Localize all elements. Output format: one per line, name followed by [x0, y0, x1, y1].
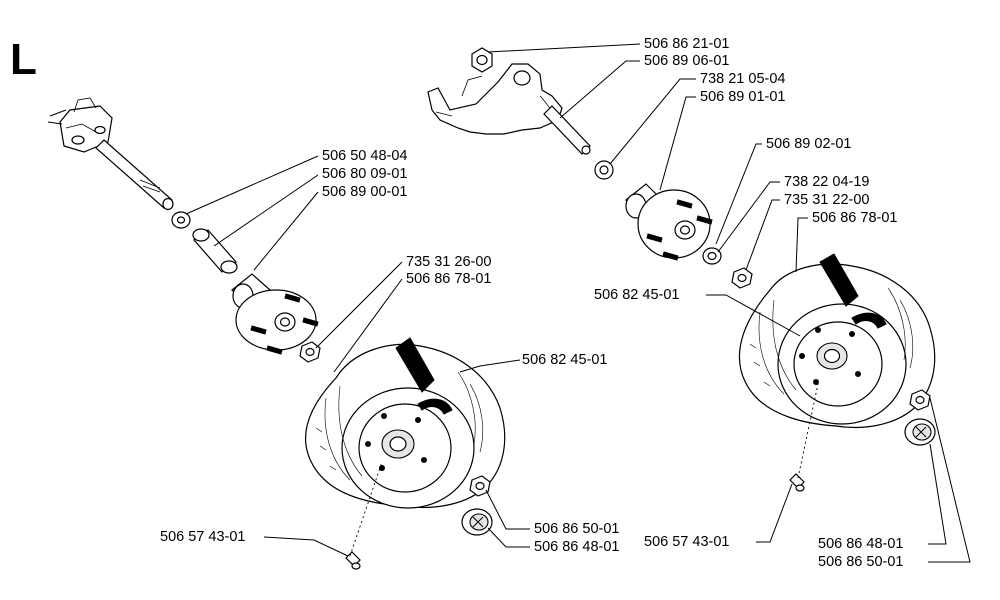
left-axle-bracket — [47, 97, 113, 153]
left-wheel-nut — [469, 475, 491, 497]
part-label-right-axle-shaft: 506 89 06-01 — [644, 53, 729, 69]
part-labels: 506 50 48-04 506 80 09-01 506 89 00-01 7… — [160, 36, 903, 570]
right-spacer — [702, 247, 722, 265]
section-letter: L — [10, 35, 37, 84]
right-wheel-nut — [909, 389, 931, 411]
part-label-right-spacer: 506 89 02-01 — [766, 136, 851, 152]
left-hub-cap — [461, 508, 493, 536]
right-washer — [594, 160, 614, 180]
right-axle-shaft — [543, 105, 591, 155]
part-label-right-wheel-rim: 506 86 78-01 — [812, 210, 897, 226]
right-wheel-assembly — [427, 47, 936, 492]
left-valve — [345, 551, 361, 570]
part-label-right-hub-nut: 735 31 22-00 — [784, 192, 869, 208]
right-hub-cap — [904, 418, 936, 446]
part-label-left-hub-cap: 506 86 48-01 — [534, 539, 619, 555]
part-label-left-wheel-rim: 506 86 78-01 — [406, 271, 491, 287]
right-wheel — [738, 253, 936, 429]
right-top-nut — [471, 47, 493, 73]
part-label-right-washer: 738 21 05-04 — [700, 71, 785, 87]
part-label-left-wheel: 506 82 45-01 — [522, 352, 607, 368]
part-label-right-hub: 506 89 01-01 — [700, 89, 785, 105]
part-label-left-hub-nut: 735 31 26-00 — [406, 254, 491, 270]
part-label-right-hub-cap: 506 86 48-01 — [818, 536, 903, 552]
part-label-left-washer: 506 50 48-04 — [322, 148, 407, 164]
part-label-right-bolt: 738 22 04-19 — [784, 174, 869, 190]
left-hub-nut — [299, 341, 321, 363]
part-label-right-wheel: 506 82 45-01 — [594, 287, 679, 303]
part-label-left-valve: 506 57 43-01 — [160, 529, 245, 545]
left-wheel-assembly — [47, 97, 506, 570]
right-hub-nut — [731, 267, 753, 289]
right-valve — [789, 473, 805, 492]
left-hub — [231, 273, 319, 355]
right-hub — [625, 183, 713, 261]
leader-lines — [185, 43, 971, 563]
part-label-left-wheel-nut: 506 86 50-01 — [534, 521, 619, 537]
left-washer — [171, 211, 191, 229]
right-frame-bracket — [427, 63, 563, 135]
left-axle-shaft — [95, 139, 174, 211]
left-wheel — [304, 337, 506, 509]
part-label-left-spacer-tube: 506 80 09-01 — [322, 166, 407, 182]
part-label-right-top-nut: 506 86 21-01 — [644, 36, 729, 52]
part-label-left-hub: 506 89 00-01 — [322, 184, 407, 200]
part-label-right-wheel-nut: 506 86 50-01 — [818, 554, 903, 570]
left-spacer-tube — [192, 228, 238, 274]
part-label-right-valve: 506 57 43-01 — [644, 534, 729, 550]
